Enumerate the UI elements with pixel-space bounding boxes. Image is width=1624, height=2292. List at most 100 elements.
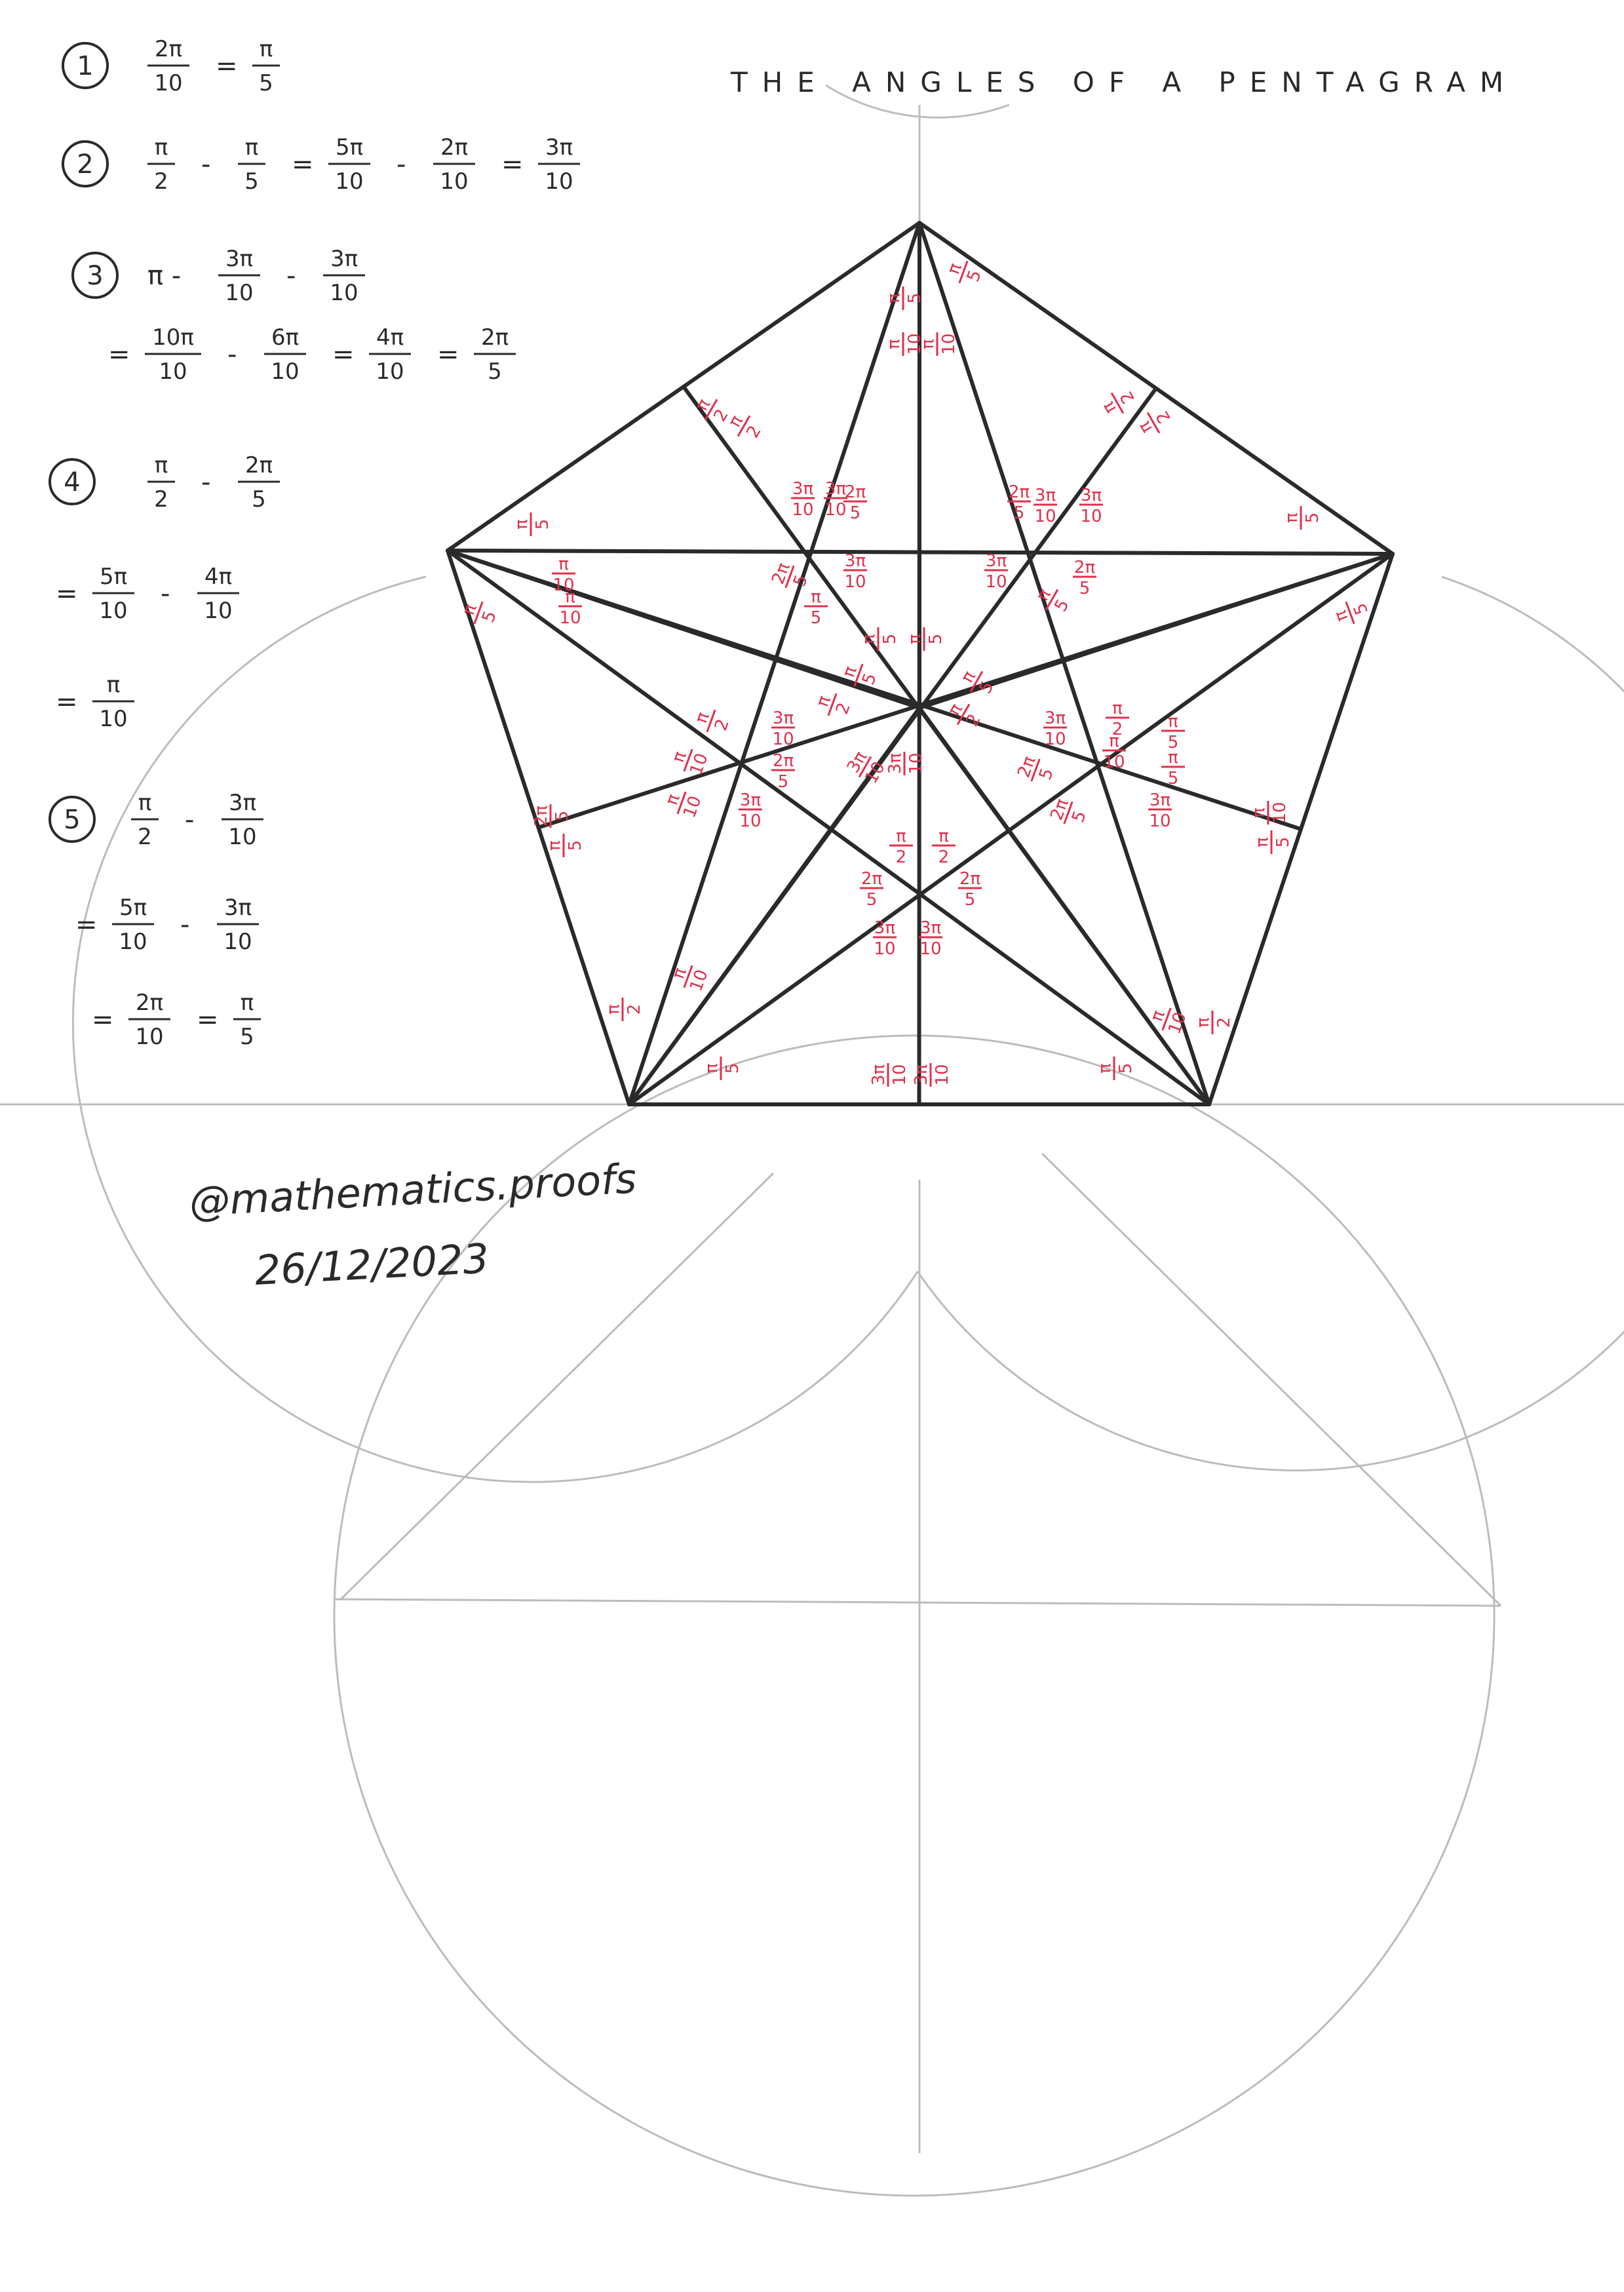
fraction-denominator: 10: [99, 706, 127, 732]
fraction-numerator: 6π: [271, 324, 299, 351]
fraction-denominator: 10: [228, 824, 256, 850]
fraction-numerator: π: [107, 672, 120, 698]
angle-fraction-label: π10: [1102, 731, 1126, 772]
angle-denominator: 10: [792, 500, 813, 520]
angle-numerator: π: [512, 519, 532, 530]
angle-numerator: 2π: [532, 806, 551, 826]
fraction-numerator: 2π: [136, 990, 163, 1016]
angle-fraction-label: π10: [1147, 1007, 1191, 1037]
equation-operator: =: [75, 910, 98, 940]
fraction-denominator: 5: [244, 168, 259, 195]
angle-denominator: 5: [850, 503, 861, 523]
equation-operator: π -: [147, 261, 181, 291]
fraction-numerator: π: [260, 36, 273, 62]
angle-denominator: 2: [1112, 720, 1123, 739]
angle-fraction-label: 2π5: [843, 482, 867, 523]
fraction-numerator: 5π: [336, 134, 363, 161]
fraction-numerator: 2π: [440, 134, 468, 161]
fraction-numerator: π: [241, 990, 254, 1016]
fraction-denominator: 10: [271, 359, 299, 385]
angle-numerator: 3π: [874, 918, 895, 938]
angle-denominator: 10: [559, 608, 581, 628]
angle-fraction-label: π2: [1134, 407, 1175, 437]
angle-numerator: π: [1095, 1063, 1115, 1074]
angle-fraction-label: 2π5: [1073, 558, 1096, 598]
fraction-numerator: 3π: [225, 246, 253, 272]
star-diagonal: [446, 549, 1211, 1106]
fraction-denominator: 5: [252, 486, 266, 513]
fraction-bar: [1030, 758, 1041, 782]
angle-fraction-label: 2π5: [771, 751, 795, 792]
angle-denominator: 10: [874, 939, 895, 959]
equation-operator: -: [201, 149, 210, 180]
angle-denominator: 2: [711, 716, 733, 733]
equation-operator: =: [197, 1005, 219, 1035]
step-number: 5: [64, 805, 80, 835]
step-number-circle: [71, 252, 119, 299]
vertex-to-midpoint-line: [682, 385, 1211, 1106]
vertex-to-midpoint-line: [917, 221, 921, 1106]
angle-denominator: 10: [1149, 811, 1170, 831]
angle-fraction-label: π2: [813, 693, 855, 717]
angle-denominator: 5: [866, 890, 878, 910]
angle-denominator: 5: [552, 811, 572, 822]
fraction-numerator: 5π: [100, 564, 127, 590]
angle-denominator: 2: [625, 1004, 644, 1015]
angle-denominator: 5: [1350, 600, 1372, 617]
equation-operator: =: [56, 687, 78, 717]
fraction-numerator: 3π: [330, 246, 358, 272]
angle-fraction-label: 2π5: [1014, 754, 1058, 783]
angle-denominator: 5: [1035, 766, 1058, 783]
construction-lines: [0, 84, 1624, 2197]
angle-denominator: 5: [1273, 837, 1293, 848]
angle-denominator: 2: [962, 710, 984, 729]
angle-denominator: 5: [811, 608, 822, 628]
equation-operator: =: [332, 340, 355, 370]
angle-numerator: π: [918, 339, 938, 349]
angle-numerator: 2π: [845, 482, 866, 502]
angle-denominator: 5: [1051, 596, 1073, 615]
fraction-denominator: 10: [154, 70, 182, 96]
angle-numerator: π: [896, 826, 906, 846]
angle-fraction-label: π5: [1033, 586, 1073, 615]
fraction-numerator: 3π: [545, 134, 573, 161]
fraction-numerator: 3π: [229, 790, 256, 816]
angle-numerator: 3π: [773, 709, 794, 728]
angle-denominator: 2: [832, 700, 855, 717]
fraction-bar: [827, 693, 838, 716]
angle-denominator: 5: [778, 772, 789, 792]
fraction-bar: [1345, 601, 1355, 625]
angle-fraction-label: 2π5: [1047, 796, 1091, 825]
angle-denominator: 10: [906, 752, 926, 774]
angle-denominator: 10: [890, 1064, 910, 1085]
angle-denominator: 10: [844, 572, 866, 592]
angle-fraction-label: π2: [1106, 699, 1129, 739]
angle-denominator: 5: [1168, 733, 1179, 752]
fraction-bar: [1110, 392, 1125, 414]
angle-fraction-label: π10: [662, 791, 706, 821]
angle-denominator: 10: [739, 811, 761, 831]
angle-denominator: 5: [965, 890, 976, 910]
fraction-numerator: 10π: [152, 324, 194, 351]
fraction-bar: [676, 791, 687, 815]
angle-fraction-label: π5: [1161, 712, 1185, 752]
fraction-denominator: 10: [119, 929, 147, 955]
equation-operator: -: [180, 910, 189, 940]
angle-numerator: π: [702, 1063, 722, 1074]
equation-operator: -: [286, 261, 296, 291]
fraction-bar: [473, 601, 484, 625]
angle-numerator: π: [1109, 731, 1119, 751]
angle-fraction-label: 2π5: [860, 869, 883, 910]
fraction-bar: [1161, 1007, 1172, 1031]
construction-bottom-chord: [334, 1598, 1501, 1607]
